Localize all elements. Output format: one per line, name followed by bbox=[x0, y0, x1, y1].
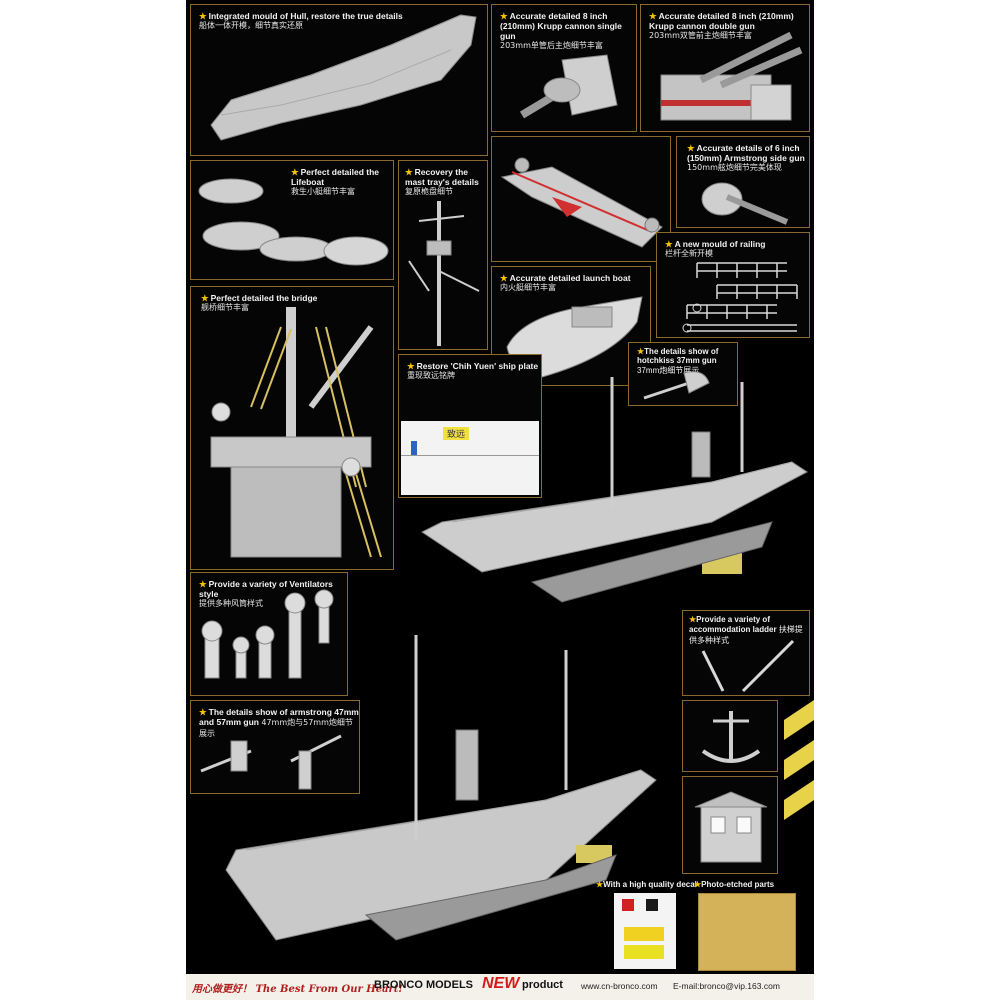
footer-brand: BRONCO MODELS bbox=[374, 979, 473, 991]
panel-gun-double: ★Accurate detailed 8 inch (210mm) Krupp … bbox=[640, 4, 810, 132]
caption-decal: ★With a high quality decal bbox=[596, 880, 697, 889]
caption-armstrong: ★The details show of armstrong 47mm and … bbox=[199, 707, 359, 738]
footer-slogan: 用心做更好！ The Best From Our Heart! bbox=[192, 984, 403, 995]
panel-hull: ★Integrated mould of Hull, restore the t… bbox=[190, 4, 488, 156]
anchor-illustration bbox=[701, 711, 761, 763]
poster: ★Integrated mould of Hull, restore the t… bbox=[186, 0, 814, 1000]
caption-hull: ★Integrated mould of Hull, restore the t… bbox=[199, 11, 403, 30]
photo-etched-sheet bbox=[698, 893, 796, 971]
caption-side-gun: ★Accurate details of 6 inch (150mm) Arms… bbox=[687, 143, 805, 172]
panel-hotchkiss: ★The details show of hotchkiss 37mm gun … bbox=[628, 342, 738, 406]
mast-illustration bbox=[408, 201, 480, 346]
caption-photo-etched: ★Photo-etched parts bbox=[694, 880, 775, 889]
footer-product-label: product bbox=[522, 979, 563, 991]
footer-email: E-mail:bronco@vip.163.com bbox=[673, 981, 780, 991]
footer-bar: 用心做更好！ The Best From Our Heart! BRONCO M… bbox=[186, 974, 814, 1000]
caption-gun-double: ★Accurate detailed 8 inch (210mm) Krupp … bbox=[649, 11, 794, 40]
footer-new-label: NEW bbox=[482, 975, 520, 992]
armstrong-gun-illustration bbox=[200, 734, 342, 790]
panel-side-gun: ★Accurate details of 6 inch (150mm) Arms… bbox=[676, 136, 810, 228]
footer-website: www.cn-bronco.com bbox=[581, 981, 658, 991]
caption-gun-single: ★Accurate detailed 8 inch (210mm) Krupp … bbox=[500, 11, 622, 50]
ship-model-front-illustration bbox=[225, 635, 657, 941]
decorative-stripes bbox=[784, 700, 814, 820]
side-gun-illustration bbox=[701, 182, 789, 225]
lifeboat-illustration bbox=[198, 178, 389, 266]
accommodation-ladder-illustration bbox=[701, 639, 795, 693]
ventilators-illustration bbox=[201, 589, 334, 679]
decal-sheet bbox=[614, 893, 676, 969]
cabin-illustration bbox=[694, 791, 768, 863]
double-gun-illustration bbox=[660, 31, 803, 121]
panel-accommodation-ladder: ★Provide a variety of accommodation ladd… bbox=[682, 610, 810, 696]
caption-accommodation-ladder: ★Provide a variety of accommodation ladd… bbox=[689, 615, 803, 645]
gun-platform-illustration bbox=[500, 157, 663, 248]
hotchkiss-gun-illustration bbox=[643, 371, 710, 400]
panel-cabin bbox=[682, 776, 778, 874]
ship-plate-name: 致远 bbox=[443, 427, 470, 440]
hull-model-illustration bbox=[210, 14, 477, 141]
caption-hotchkiss: ★The details show of hotchkiss 37mm gun … bbox=[637, 347, 719, 375]
panel-gun-platform bbox=[491, 136, 671, 262]
panel-anchor bbox=[682, 700, 778, 772]
railing-illustration bbox=[682, 262, 798, 333]
ship-model-side-illustration bbox=[421, 377, 808, 603]
bridge-illustration bbox=[210, 307, 382, 558]
single-gun-illustration bbox=[519, 54, 618, 119]
panel-armstrong: ★The details show of armstrong 47mm and … bbox=[190, 700, 360, 794]
ship-plate-closeup: 致远 bbox=[401, 421, 539, 495]
panel-gun-single: ★Accurate detailed 8 inch (210mm) Krupp … bbox=[491, 4, 637, 132]
